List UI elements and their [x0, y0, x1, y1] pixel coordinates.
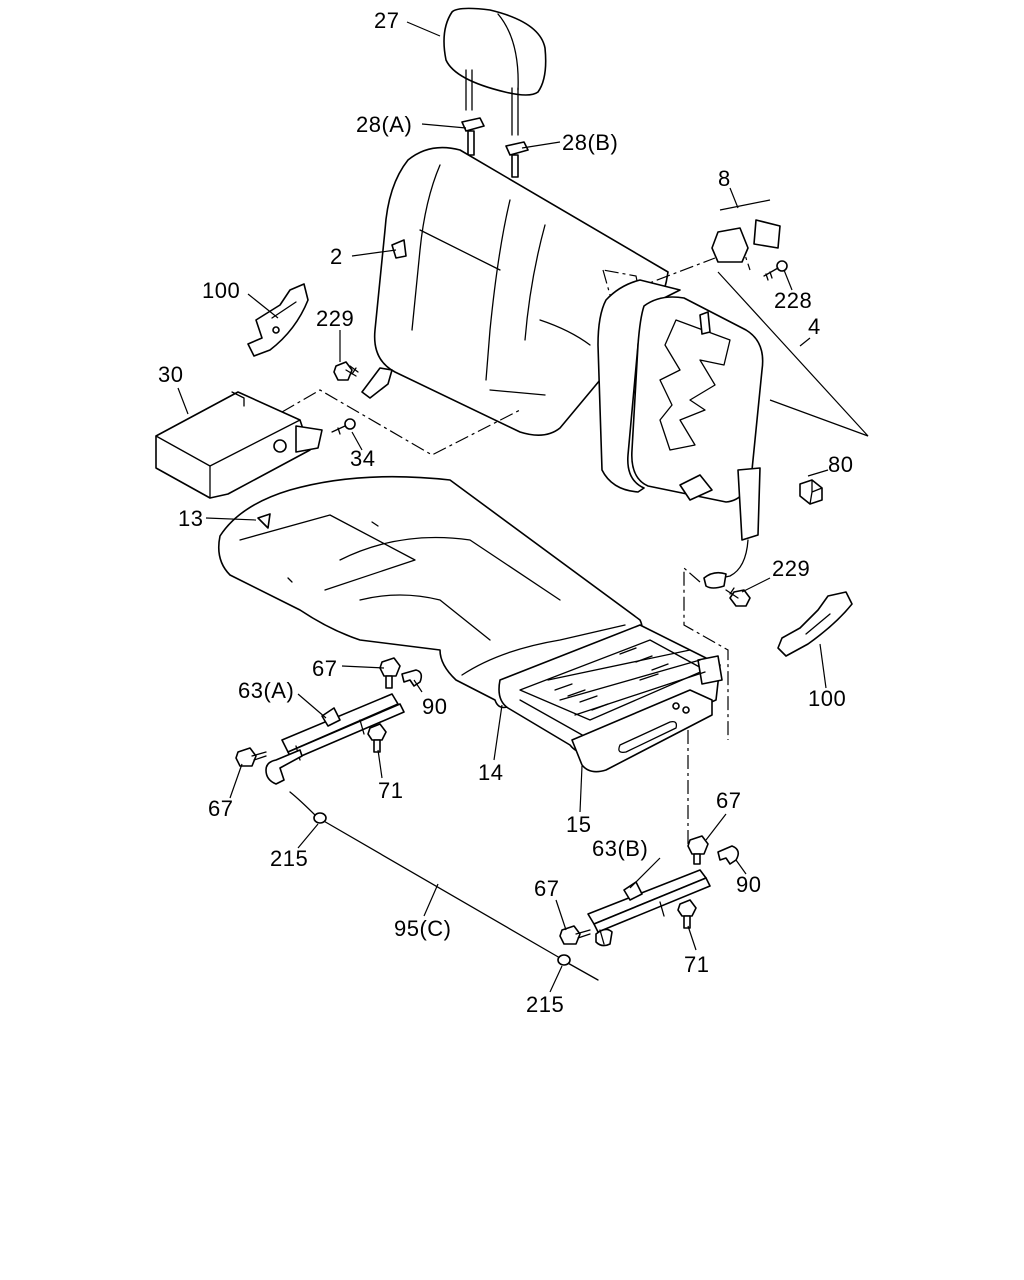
callout-90-left: 90 [422, 694, 447, 719]
reference-line [281, 389, 521, 456]
callout-labels: 27 28(A) 28(B) 2 8 228 4 100 229 30 34 8… [158, 8, 853, 1017]
bolt-67-right-top-part [687, 835, 709, 865]
screw-228-part [763, 260, 788, 281]
headrest-guide-b [505, 141, 529, 178]
callout-28a: 28(A) [356, 112, 412, 137]
callout-215-left: 215 [270, 846, 308, 871]
bracket-8-part [711, 219, 781, 263]
callout-80: 80 [828, 452, 853, 477]
bolt-229-left-part [333, 361, 359, 381]
callout-100-right: 100 [808, 686, 846, 711]
washer-215-right-part [557, 954, 571, 966]
headrest-guide-a [461, 117, 485, 156]
callout-67-right: 67 [534, 876, 559, 901]
callout-228: 228 [774, 288, 812, 313]
callout-8: 8 [718, 166, 731, 191]
callout-229-right: 229 [772, 556, 810, 581]
leader-lines [177, 21, 869, 993]
headrest-part [443, 7, 547, 136]
screw-34-part [331, 418, 356, 435]
callout-67-left: 67 [208, 796, 233, 821]
clip-90-right-part [717, 845, 740, 865]
back-frame-part [597, 279, 764, 589]
callout-14: 14 [478, 760, 503, 785]
cover-100-left-part [247, 283, 309, 357]
seatback-pad-part [361, 146, 669, 436]
callout-95c: 95(C) [394, 916, 452, 941]
callout-13: 13 [178, 506, 203, 531]
bolt-71-right-part [677, 899, 697, 929]
seat-slide-b-part [587, 869, 711, 947]
callout-71-right: 71 [684, 952, 709, 977]
spring-set [547, 647, 706, 716]
callout-215-right: 215 [526, 992, 564, 1017]
callout-30: 30 [158, 362, 183, 387]
washer-215-left-part [313, 812, 327, 824]
bolt-67-top-left-part [379, 657, 401, 689]
callout-67-right-top: 67 [716, 788, 741, 813]
reference-line [683, 566, 729, 740]
callout-2: 2 [330, 244, 343, 269]
bracket-15-part [571, 689, 713, 773]
cover-100-right-part [777, 591, 853, 657]
bolt-67-right-part [559, 925, 591, 945]
callout-100-left: 100 [202, 278, 240, 303]
callout-34: 34 [350, 446, 375, 471]
callout-63b: 63(B) [592, 836, 648, 861]
bolt-67-left-part [235, 747, 267, 767]
armrest-part [155, 391, 323, 499]
callout-28b: 28(B) [562, 130, 618, 155]
callout-4: 4 [808, 314, 821, 339]
callout-71-left: 71 [378, 778, 403, 803]
seat-slide-a-part [265, 693, 405, 785]
callout-90-right: 90 [736, 872, 761, 897]
bolt-71-left-part [367, 723, 387, 753]
callout-63a: 63(A) [238, 678, 294, 703]
callout-67-top-left: 67 [312, 656, 337, 681]
nut-80-part [799, 479, 823, 505]
clip-90-left-part [401, 669, 423, 687]
callout-15: 15 [566, 812, 591, 837]
callout-229-left: 229 [316, 306, 354, 331]
bolt-229-right-part [725, 587, 751, 607]
callout-27: 27 [374, 8, 399, 33]
